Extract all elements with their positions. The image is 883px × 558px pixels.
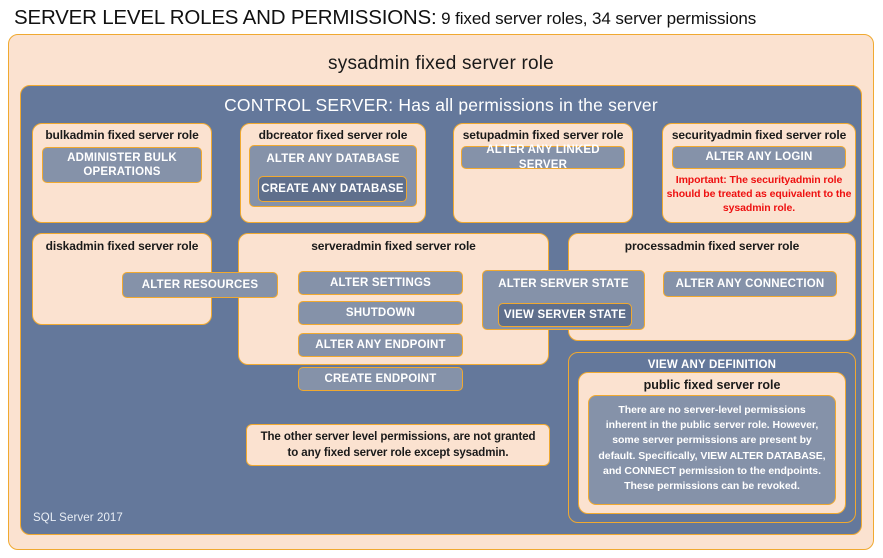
role-label-serveradmin: serveradmin fixed server role: [311, 239, 476, 253]
sysadmin-role-label: sysadmin fixed server role: [328, 53, 554, 74]
role-label-securityadmin: securityadmin fixed server role: [671, 128, 847, 142]
role-label-processadmin: processadmin fixed server role: [624, 239, 800, 253]
role-label-diskadmin: diskadmin fixed server role: [45, 239, 199, 253]
permission-alter-any-login[interactable]: ALTER ANY LOGIN: [672, 146, 846, 169]
permission-alter-any-linked-server[interactable]: ALTER ANY LINKED SERVER: [461, 144, 625, 171]
footer-version-label: SQL Server 2017: [33, 512, 123, 524]
permission-view-server-state[interactable]: VIEW SERVER STATE: [498, 303, 632, 327]
permission-shutdown[interactable]: SHUTDOWN: [298, 301, 463, 325]
control-server-label: CONTROL SERVER: Has all permissions in t…: [224, 94, 658, 115]
permission-create-any-database[interactable]: CREATE ANY DATABASE: [258, 176, 407, 202]
permission-alter-resources[interactable]: ALTER RESOURCES: [122, 272, 278, 298]
permission-create-endpoint[interactable]: CREATE ENDPOINT: [298, 367, 463, 391]
page-title-sub: 9 fixed server roles, 34 server permissi…: [436, 9, 757, 28]
page-title: SERVER LEVEL ROLES AND PERMISSIONS: 9 fi…: [14, 6, 874, 34]
permission-view-any-definition[interactable]: VIEW ANY DEFINITION: [647, 359, 777, 371]
page-title-main: SERVER LEVEL ROLES AND PERMISSIONS:: [14, 6, 437, 29]
role-label-public: public fixed server role: [643, 378, 781, 392]
permission-alter-settings[interactable]: ALTER SETTINGS: [298, 271, 463, 295]
permission-alter-any-connection[interactable]: ALTER ANY CONNECTION: [663, 271, 837, 297]
permission-alter-any-endpoint[interactable]: ALTER ANY ENDPOINT: [298, 333, 463, 357]
securityadmin-warning-note: Important: The securityadmin role should…: [666, 174, 852, 215]
role-label-setupadmin: setupadmin fixed server role: [462, 128, 624, 142]
role-label-bulkadmin: bulkadmin fixed server role: [45, 128, 199, 142]
role-label-dbcreator: dbcreator fixed server role: [258, 128, 408, 142]
public-role-note: There are no server-level permissions in…: [588, 395, 836, 505]
role-box-setupadmin: [453, 123, 633, 223]
role-box-securityadmin: [662, 123, 856, 223]
permission-administer-bulk-operations[interactable]: ADMINISTER BULK OPERATIONS: [42, 147, 202, 183]
other-permissions-note: The other server level permissions, are …: [246, 424, 550, 466]
